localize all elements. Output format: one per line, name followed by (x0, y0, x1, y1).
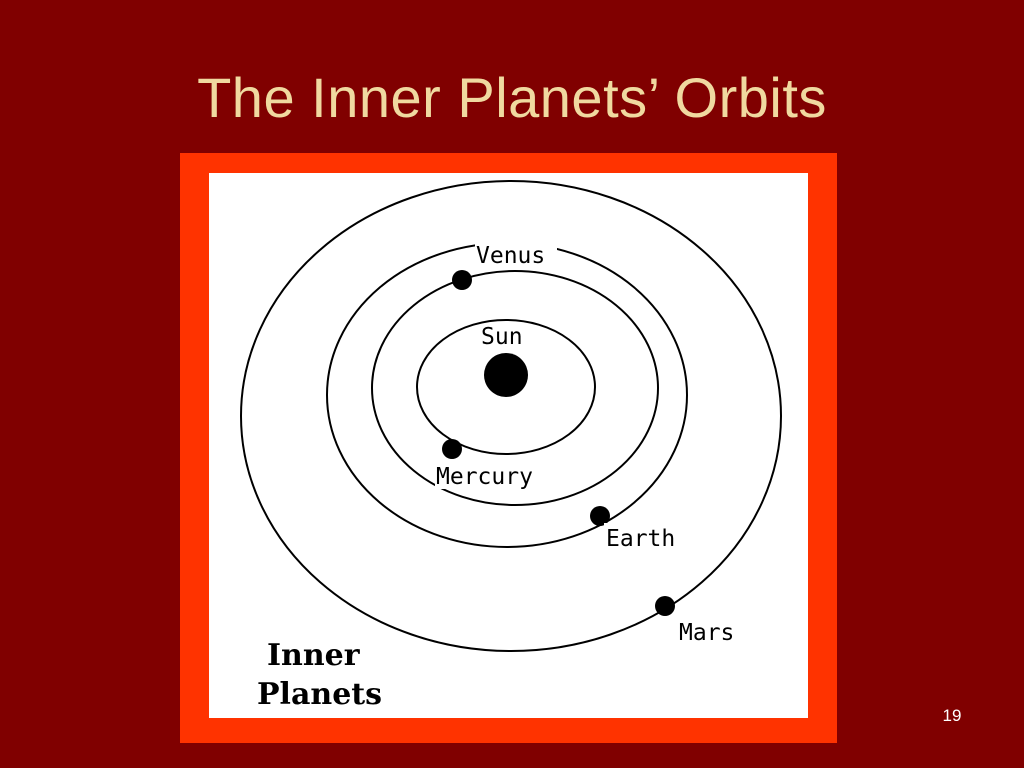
legend-line-2: Planets (257, 677, 382, 712)
venus-orbit (371, 270, 659, 506)
mercury-label: Mercury (436, 464, 533, 490)
venus-label: Venus (476, 243, 545, 269)
sun-label: Sun (481, 324, 523, 350)
mercury-dot (442, 439, 462, 459)
legend-line-1: Inner (267, 638, 361, 673)
diagram-frame: Sun Venus Mercury Earth Mars Inner Plane… (180, 153, 837, 743)
earth-label: Earth (606, 526, 675, 552)
venus-dot (452, 270, 472, 290)
mercury-label-bg (435, 461, 557, 489)
mars-label: Mars (679, 620, 734, 646)
page-number: 19 (942, 706, 962, 725)
mars-dot (655, 596, 675, 616)
sun-dot (484, 353, 528, 397)
solar-system-diagram: Sun Venus Mercury Earth Mars Inner Plane… (209, 173, 808, 718)
mercury-orbit (416, 319, 596, 455)
earth-dot (590, 506, 610, 526)
venus-label-bg (475, 239, 557, 267)
mars-orbit (240, 180, 782, 652)
orbit-diagram-svg: Sun Venus Mercury Earth Mars Inner Plane… (240, 180, 782, 712)
earth-label-bg (604, 523, 684, 551)
slide-title: The Inner Planets’ Orbits (197, 66, 827, 129)
mars-label-bg (677, 617, 749, 645)
